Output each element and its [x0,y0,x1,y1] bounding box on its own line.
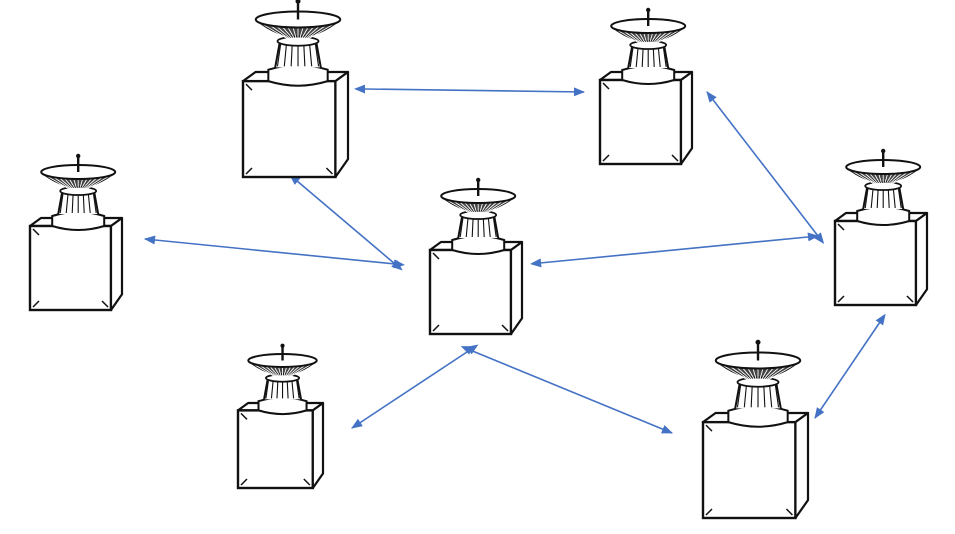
satellite-dish-cube-icon [28,153,124,312]
node-left [28,153,124,312]
satellite-dish-cube-icon [236,343,325,490]
link-arrow-center-left [143,235,406,269]
satellite-dish-cube-icon [241,0,350,179]
link-arrow-top-left-top-right [353,84,586,97]
nodes-layer [28,0,929,520]
satellite-dish-cube-icon [833,148,929,307]
link-arrow-center-bottom-right [460,346,674,434]
satellite-dish-cube-icon [598,7,694,166]
node-right [833,148,929,307]
link-arrow-center-top-left [289,174,403,271]
link-arrow-right-bottom-right [814,313,886,419]
link-arrow-center-bottom-left [351,344,479,429]
node-bottom-left [236,343,325,490]
node-center [428,177,524,336]
node-top-left [241,0,350,179]
node-top-right [598,7,694,166]
link-arrow-right-top-right [706,91,825,244]
node-bottom-right [701,339,810,520]
link-arrow-center-right [529,232,820,268]
satellite-dish-cube-icon [428,177,524,336]
links-layer [143,84,886,434]
satellite-dish-cube-icon [701,339,810,520]
